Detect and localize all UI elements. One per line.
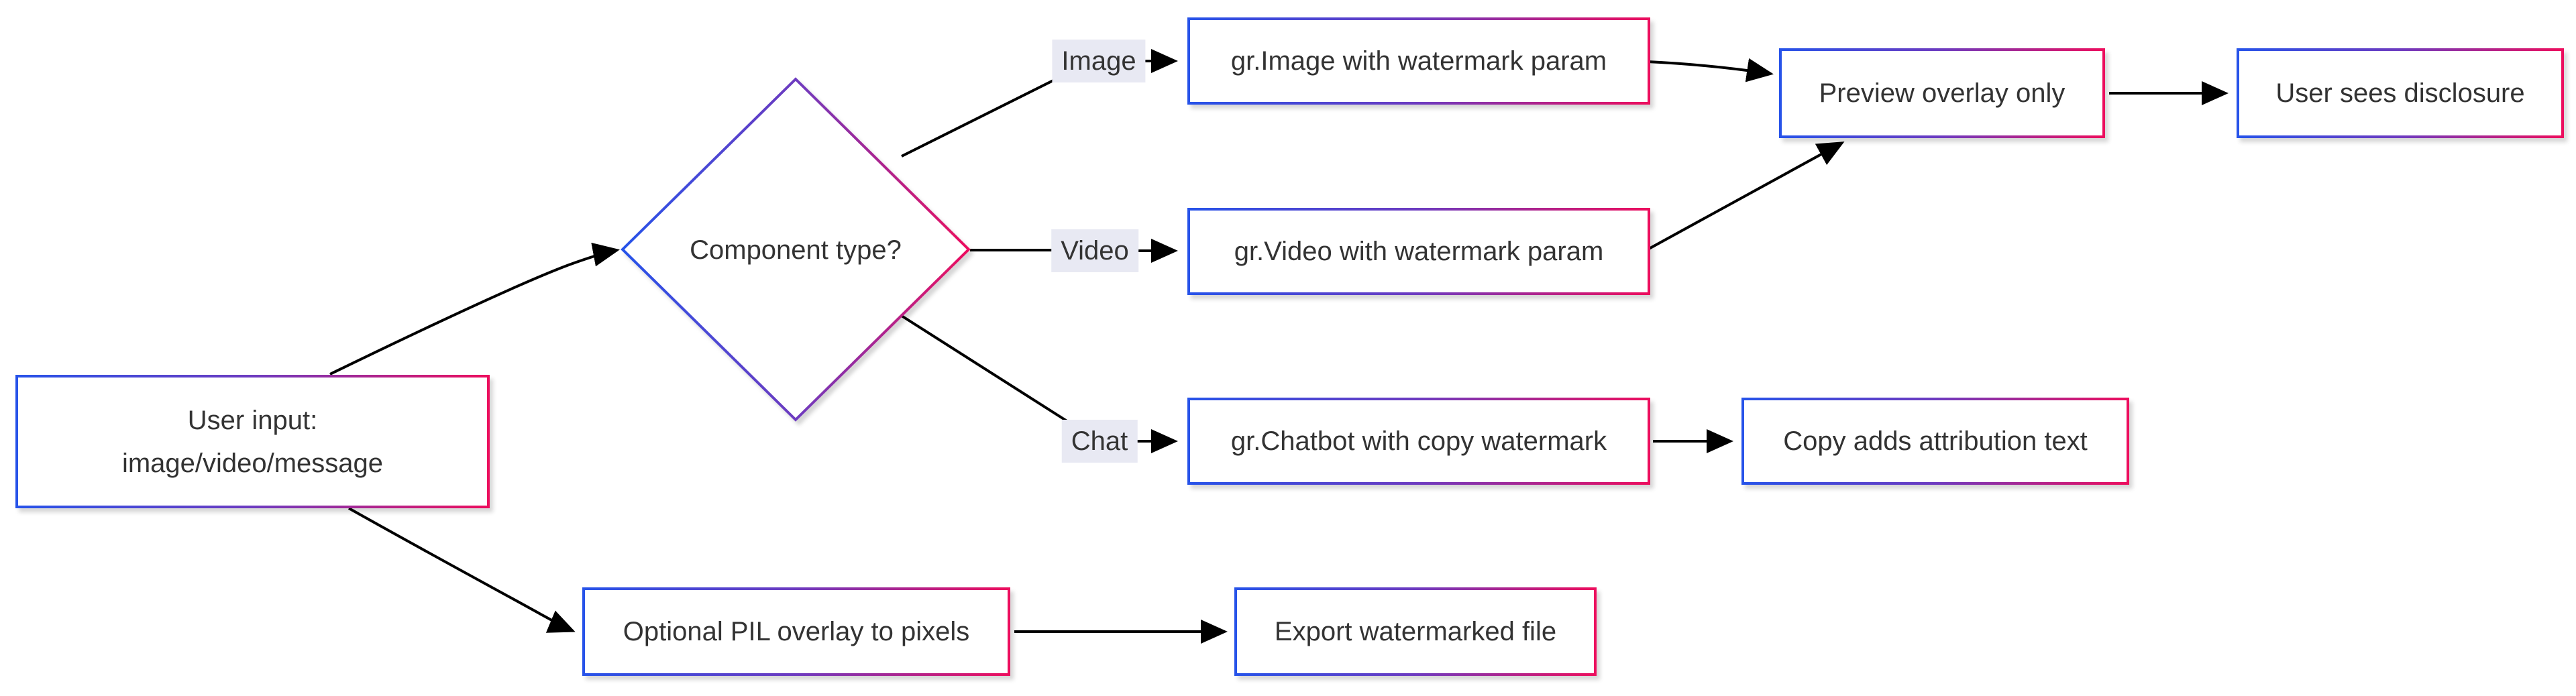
node-gr-video: gr.Video with watermark param [1187, 208, 1650, 295]
node-export-file: Export watermarked file [1234, 587, 1597, 676]
node-pil-overlay: Optional PIL overlay to pixels [582, 587, 1010, 676]
edge-user-input-to-pil-overlay [348, 507, 576, 633]
edge-component-type-to-image-label [901, 68, 1075, 158]
edge-gr-image-to-preview-overlay [1647, 58, 1774, 82]
edge-label-video-text: Video [1061, 236, 1129, 266]
node-export-file-label: Export watermarked file [1274, 617, 1557, 646]
node-copy-attribution-label: Copy adds attribution text [1783, 426, 2088, 456]
decision-component-type-shape [621, 77, 971, 422]
edge-label-chat-text: Chat [1071, 426, 1128, 456]
node-user-input: User input: image/video/message [15, 375, 490, 508]
node-pil-overlay-label: Optional PIL overlay to pixels [623, 617, 970, 646]
edge-component-type-to-chat-label [900, 314, 1075, 426]
edge-gr-video-to-preview-overlay [1648, 141, 1845, 250]
edge-label-image-text: Image [1061, 46, 1136, 76]
edge-user-input-to-component-type [329, 242, 620, 375]
edge-label-chat: Chat [1061, 420, 1138, 463]
edge-label-video: Video [1051, 229, 1138, 272]
node-user-sees-disclosure: User sees disclosure [2237, 48, 2564, 138]
edge-label-image: Image [1052, 40, 1146, 82]
node-copy-attribution: Copy adds attribution text [1741, 398, 2129, 485]
node-gr-image-label: gr.Image with watermark param [1230, 46, 1607, 76]
node-preview-overlay: Preview overlay only [1779, 48, 2105, 138]
node-gr-chatbot: gr.Chatbot with copy watermark [1187, 398, 1650, 485]
node-gr-image: gr.Image with watermark param [1187, 17, 1650, 105]
node-gr-video-label: gr.Video with watermark param [1234, 237, 1604, 266]
node-user-sees-disclosure-label: User sees disclosure [2275, 78, 2525, 108]
node-user-input-label: User input: image/video/message [121, 405, 384, 478]
decision-component-type-label: Component type? [690, 235, 902, 265]
node-preview-overlay-label: Preview overlay only [1819, 78, 2065, 108]
decision-component-type: Component type? [645, 231, 947, 269]
node-gr-chatbot-label: gr.Chatbot with copy watermark [1230, 426, 1607, 456]
